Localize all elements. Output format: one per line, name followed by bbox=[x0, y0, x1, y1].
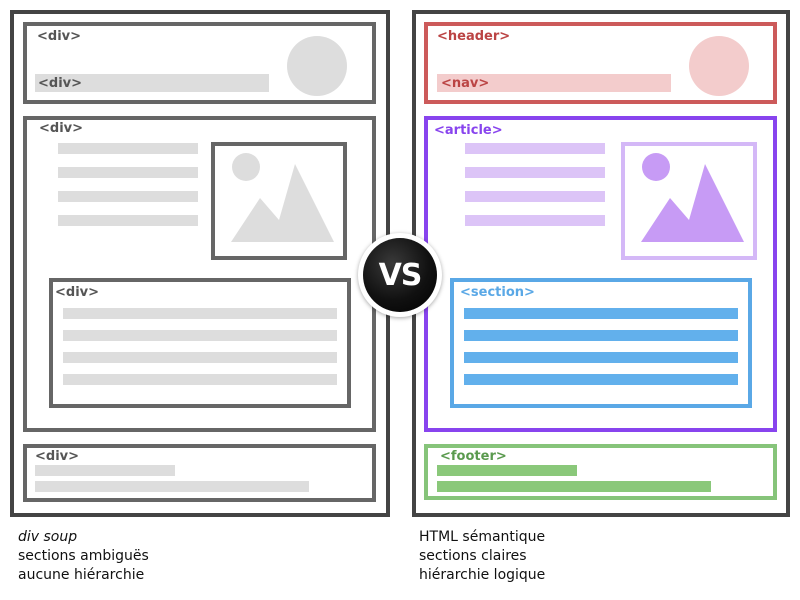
right-article-line bbox=[465, 143, 605, 154]
right-section-line bbox=[464, 374, 738, 385]
right-footer-box bbox=[424, 444, 777, 500]
right-caption-line: HTML sémantique bbox=[419, 529, 546, 545]
left-footer-line bbox=[35, 481, 309, 492]
left-header-tag: <div> bbox=[37, 29, 82, 44]
avatar-placeholder-icon bbox=[689, 36, 749, 96]
left-article-tag: <div> bbox=[39, 121, 84, 136]
right-article-line bbox=[465, 167, 605, 178]
left-article-line bbox=[58, 143, 198, 154]
right-caption: HTML sémantique sections claires hiérarc… bbox=[419, 528, 545, 585]
right-footer-line bbox=[437, 465, 577, 476]
right-caption-line: sections claires bbox=[419, 548, 527, 564]
left-caption-line: aucune hiérarchie bbox=[18, 567, 145, 583]
right-footer-tag: <footer> bbox=[440, 449, 507, 464]
image-placeholder-icon bbox=[231, 153, 334, 242]
left-article-line bbox=[58, 191, 198, 202]
right-footer-line bbox=[437, 481, 711, 492]
right-section-line bbox=[464, 308, 738, 319]
right-article-line bbox=[465, 191, 605, 202]
right-header-box bbox=[424, 22, 777, 104]
left-caption-line: sections ambiguës bbox=[18, 548, 149, 564]
left-section-line bbox=[63, 330, 337, 341]
image-placeholder-icon bbox=[641, 153, 744, 242]
left-article-line bbox=[58, 167, 198, 178]
left-section-line bbox=[63, 308, 337, 319]
left-section-box bbox=[49, 278, 351, 408]
left-header-box bbox=[23, 22, 376, 104]
left-image-placeholder bbox=[211, 142, 347, 260]
right-image-placeholder bbox=[621, 142, 757, 260]
left-caption: div soup sections ambiguës aucune hiérar… bbox=[18, 528, 149, 585]
right-section-box bbox=[450, 278, 752, 408]
right-section-line bbox=[464, 330, 738, 341]
left-article-line bbox=[58, 215, 198, 226]
right-nav-bar bbox=[437, 74, 671, 92]
vs-badge: VS bbox=[358, 233, 442, 317]
left-nav-bar bbox=[35, 74, 269, 92]
left-nav-tag: <div> bbox=[38, 76, 83, 91]
avatar-placeholder-icon bbox=[287, 36, 347, 96]
right-section-tag: <section> bbox=[460, 285, 535, 300]
left-footer-box bbox=[23, 444, 376, 502]
right-header-tag: <header> bbox=[437, 29, 511, 44]
vs-label: VS bbox=[378, 257, 423, 293]
left-footer-line bbox=[35, 465, 175, 476]
right-caption-line: hiérarchie logique bbox=[419, 567, 546, 583]
left-section-tag: <div> bbox=[55, 285, 100, 300]
left-section-line bbox=[63, 374, 337, 385]
right-article-line bbox=[465, 215, 605, 226]
right-section-line bbox=[464, 352, 738, 363]
right-nav-tag: <nav> bbox=[441, 76, 490, 91]
left-caption-line: div soup bbox=[18, 529, 78, 545]
left-section-line bbox=[63, 352, 337, 363]
right-article-tag: <article> bbox=[434, 123, 503, 138]
left-footer-tag: <div> bbox=[35, 449, 80, 464]
